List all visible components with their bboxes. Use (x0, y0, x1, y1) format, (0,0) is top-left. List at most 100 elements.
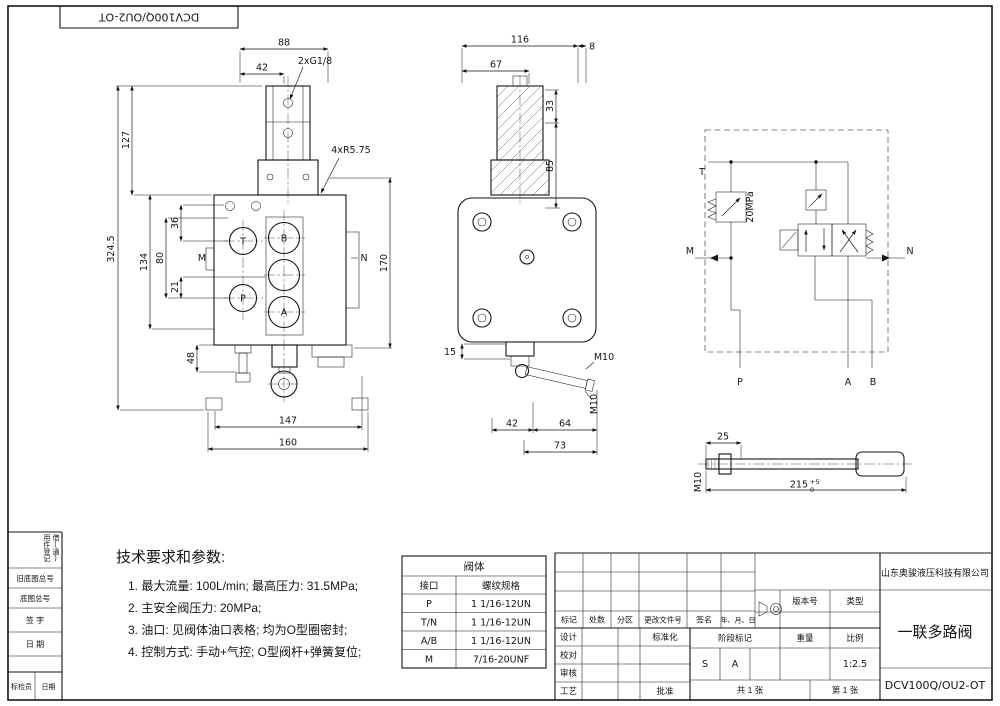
side-lever-pivot (514, 363, 530, 379)
flow-arrow-m (710, 254, 718, 262)
weight-label: 重量 (796, 633, 814, 643)
design-label: 设计 (560, 632, 578, 642)
dim-side-116: 116 (511, 35, 529, 46)
rev-header-count: 处数 (589, 615, 605, 625)
schematic-label-T: T (698, 167, 705, 178)
label-front-radius: 4xR5.75 (331, 145, 370, 156)
spool-position-1 (797, 223, 833, 257)
dim-lever-tol-dn: 0 (810, 486, 814, 494)
corner-code-text: DCV100Q/OU2-OT (99, 11, 200, 24)
label-lever-thread: M10 (693, 472, 704, 492)
port-label-P: P (240, 294, 246, 305)
rev-header-docno: 更改文件号 (644, 615, 682, 625)
front-top-port-2 (283, 128, 293, 138)
port-label-T: T (239, 237, 246, 248)
dim-front-127: 127 (121, 131, 132, 149)
rev-header-sign: 签名 (696, 615, 712, 625)
dim-side-33: 33 (545, 100, 556, 112)
stage-label: 阶段标记 (718, 633, 753, 643)
side-lever-rod (524, 366, 595, 392)
dim-front-170: 170 (379, 254, 390, 272)
dim-front-88: 88 (278, 38, 290, 49)
schematic-label-N: N (906, 246, 913, 257)
rev-header-mark: 标记 (561, 615, 577, 625)
drawing-number: DCV100Q/OU2-OT (885, 679, 986, 692)
dim-front-48: 48 (186, 352, 197, 364)
lever-grip (855, 451, 905, 477)
hydraulic-schematic: T M N P A B 20MPa (686, 129, 914, 388)
front-foot-right (351, 397, 369, 411)
front-relief-plug (235, 372, 251, 383)
dim-side-64: 64 (559, 419, 571, 430)
strip-bottom-left: 标检员 (11, 682, 32, 691)
port-row-1-port: P (426, 599, 432, 610)
tech-note-3: 3. 油口: 见阀体油口表格; 均为O型圈密封; (128, 622, 347, 637)
lever-drawing: 25 215 +5 0 M10 (693, 432, 912, 494)
front-port-B (267, 221, 301, 255)
dim-side-8: 8 (589, 42, 595, 53)
label-front-top-ports: 2xG1/8 (298, 56, 332, 67)
dim-lever-215: 215 (790, 480, 808, 491)
tech-notes: 技术要求和参数: 1. 最大流量: 100L/min; 最高压力: 31.5MP… (116, 549, 361, 659)
port-row-3-thread: 1 1/16-12UN (471, 636, 531, 647)
corner-code-box: DCV100Q/OU2-OT (99, 11, 200, 24)
tech-note-2: 2. 主安全阀压力: 20MPa; (128, 600, 261, 615)
flow-arrow-n (882, 254, 890, 262)
front-port-P (228, 283, 258, 313)
label-front-N: N (360, 253, 367, 264)
spool-actuator (779, 229, 799, 251)
lever-nut (718, 453, 732, 475)
scale-label: 比例 (846, 633, 863, 643)
port-label-A: A (281, 308, 288, 319)
spool-spring (865, 229, 874, 255)
port-row-1-thread: 1 1/16-12UN (471, 599, 531, 610)
strip-base-no: 底图总号 (20, 593, 50, 603)
dim-front-134: 134 (139, 253, 150, 271)
dim-lever-25: 25 (717, 432, 729, 443)
schematic-label-B: B (870, 377, 877, 388)
port-table: 阀体 接口 螺纹规格 P 1 1/16-12UN T/N 1 1/16-12UN… (401, 555, 547, 669)
tech-note-1: 1. 最大流量: 100L/min; 最高压力: 31.5MPa; (128, 578, 358, 593)
schematic-label-A: A (845, 377, 852, 388)
sheet-number: 第 1 张 (832, 685, 859, 695)
side-center-bore (519, 249, 535, 265)
front-port-A (267, 295, 301, 329)
schematic-label-M: M (686, 246, 694, 257)
projection-symbol-icon (758, 601, 782, 617)
side-view: 116 8 67 33 85 15 42 64 73 M10 M10 (444, 35, 614, 455)
strip-date: 日 期 (26, 640, 44, 649)
port-row-3-port: A/B (421, 636, 437, 647)
schematic-pressure-setting: 20MPa (745, 191, 756, 222)
front-port-mid (267, 258, 301, 292)
port-row-2-thread: 1 1/16-12UN (471, 618, 531, 629)
sheet-total: 共 1 张 (737, 685, 764, 695)
side-flange (490, 159, 550, 196)
dim-side-67: 67 (490, 60, 502, 71)
front-top-port-1 (283, 98, 293, 108)
port-label-B: B (281, 234, 288, 245)
left-margin-strip: 旧底图总号 底图总号 签 字 日 期 标检员 日期 (8, 531, 63, 700)
rev-header-date: 年、月、日 (721, 616, 756, 625)
title-block: 山东奥骏液压科技有限公司 版本号 类型 标记 处数 分区 更改文件号 签名 年、… (554, 552, 991, 700)
schematic-boundary (704, 129, 889, 353)
port-row-2-port: T/N (420, 618, 437, 629)
strip-borrow-label: 借(通)用件登记 (42, 534, 59, 562)
dim-side-85: 85 (545, 160, 556, 172)
port-row-4-thread: 7/16-20UNF (473, 655, 529, 666)
stage-value-s: S (702, 659, 708, 670)
port-table-title: 阀体 (464, 560, 485, 573)
front-foot-left (205, 397, 223, 411)
front-valve-body (213, 194, 347, 346)
drawing-frame (7, 5, 993, 701)
label-front-M: M (198, 253, 206, 264)
relief-spring (707, 198, 717, 221)
audit-label: 审核 (560, 668, 578, 678)
schematic-label-P: P (737, 377, 743, 388)
tech-note-4: 4. 控制方式: 手动+气控; O型阀杆+弹簧复位; (128, 644, 361, 659)
label-side-m10-side: M10 (589, 394, 600, 414)
tech-notes-title: 技术要求和参数: (116, 549, 225, 566)
standardize-label: 标准化 (652, 632, 678, 642)
approve-label: 批准 (656, 686, 674, 696)
